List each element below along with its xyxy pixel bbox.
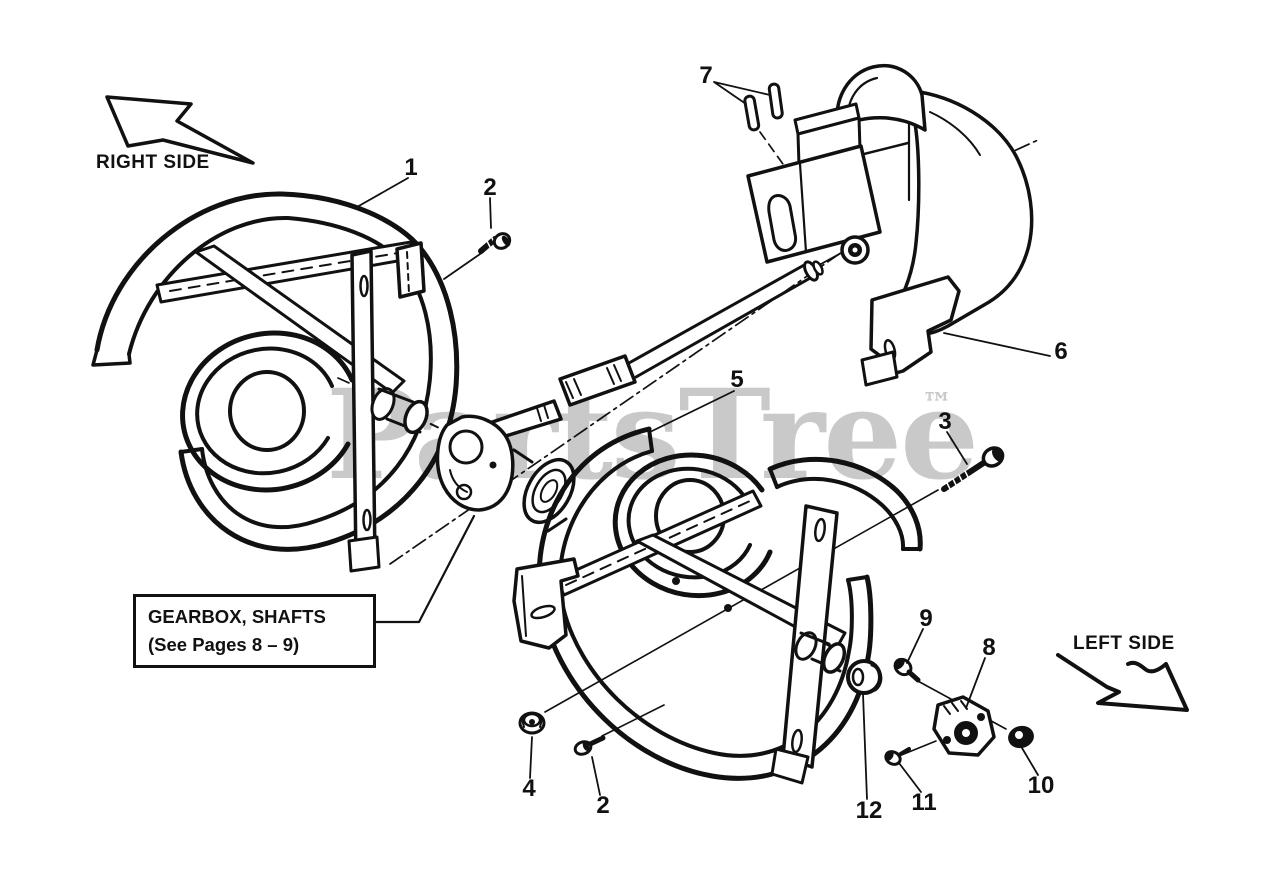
auger-spiral-right [91,191,460,573]
direction-arrows [105,95,1189,712]
screw-2-top [478,232,512,254]
part-label-3: 3 [938,408,952,435]
part-label-11: 11 [911,789,937,816]
bolt-9 [893,657,921,683]
screw-2-bottom [573,735,606,756]
part-label-7: 7 [699,62,713,89]
trademark-symbol: ™ [922,387,952,422]
screw-11 [884,747,911,766]
shear-pins [743,82,784,132]
bearing-cap-12 [846,659,883,695]
part-label-8: 8 [982,634,996,661]
part-label-10: 10 [1027,772,1055,799]
gearbox-reference-line1: GEARBOX, SHAFTS [148,606,326,627]
bearing-flange-8 [932,695,996,757]
part-label-5: 5 [730,366,744,393]
bolt-3 [941,446,1005,492]
hardware-fasteners [478,232,1034,766]
gearbox-reference-box: GEARBOX, SHAFTS (See Pages 8 – 9) [133,594,376,668]
part-label-4: 4 [522,775,536,802]
part-label-6: 6 [1054,338,1068,365]
left-side-arrow-icon [1056,653,1189,712]
part-label-9: 9 [919,605,933,632]
gearbox-reference-line2: (See Pages 8 – 9) [148,634,300,655]
leader-lines [356,81,1051,800]
part-label-12: 12 [855,797,883,824]
housing-assembly [743,64,1034,387]
right-side-arrow-icon [105,95,255,165]
left-side-label: LEFT SIDE [1073,633,1175,654]
nut-4 [518,711,546,735]
part-label-1: 1 [404,154,418,181]
gearbox-and-shaft [435,251,844,533]
part-label-2-top: 2 [483,174,497,201]
nut-10 [1008,725,1034,749]
part-label-2-bottom: 2 [596,792,610,819]
right-side-label: RIGHT SIDE [96,152,210,173]
auger-spiral-left [512,426,923,785]
